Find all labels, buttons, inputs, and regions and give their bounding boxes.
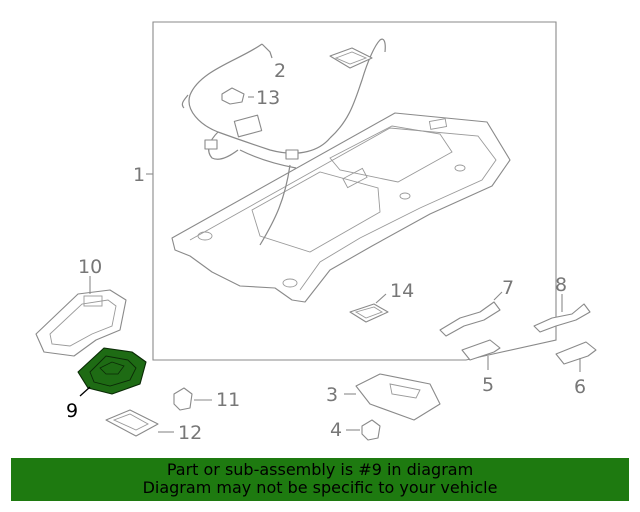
wiring-harness-part[interactable]	[181, 38, 386, 246]
lamp-part-14[interactable]	[349, 293, 389, 323]
callout-11: 11	[216, 389, 240, 411]
callout-3: 3	[326, 384, 338, 406]
handle-bracket-part-8[interactable]	[533, 294, 591, 333]
callout-7: 7	[502, 277, 514, 299]
clip-part-4[interactable]	[346, 419, 381, 441]
callout-13: 13	[256, 87, 280, 109]
callout-10: 10	[78, 256, 102, 278]
banner-line-2: Diagram may not be specific to your vehi…	[142, 478, 498, 497]
console-housing-part-10[interactable]	[35, 276, 127, 357]
callout-12: 12	[178, 422, 202, 444]
overhead-console-part-9[interactable]	[77, 347, 147, 397]
headliner-part[interactable]	[171, 112, 511, 303]
callout-1: 1	[133, 164, 145, 186]
lens-part-12[interactable]	[105, 409, 174, 437]
callout-14: 14	[390, 280, 414, 302]
roof-bracket-part[interactable]	[329, 47, 373, 69]
sun-visor-part-3[interactable]	[344, 373, 441, 421]
grab-handle-part-5[interactable]	[461, 339, 501, 370]
callout-4: 4	[330, 419, 342, 441]
banner-line-1: Part or sub-assembly is #9 in diagram	[166, 460, 474, 479]
clip-part-11[interactable]	[173, 387, 212, 411]
callout-9: 9	[66, 400, 78, 422]
callout-8: 8	[555, 274, 567, 296]
grab-handle-part-6[interactable]	[555, 341, 597, 372]
assembly-frame	[152, 21, 557, 361]
clip-part-13[interactable]	[221, 87, 254, 105]
callout-2: 2	[274, 60, 286, 82]
part-info-banner: Part or sub-assembly is #9 in diagram Di…	[11, 458, 629, 501]
callout-6: 6	[574, 376, 586, 398]
callout-5: 5	[482, 374, 494, 396]
handle-bracket-part-7[interactable]	[439, 291, 503, 337]
